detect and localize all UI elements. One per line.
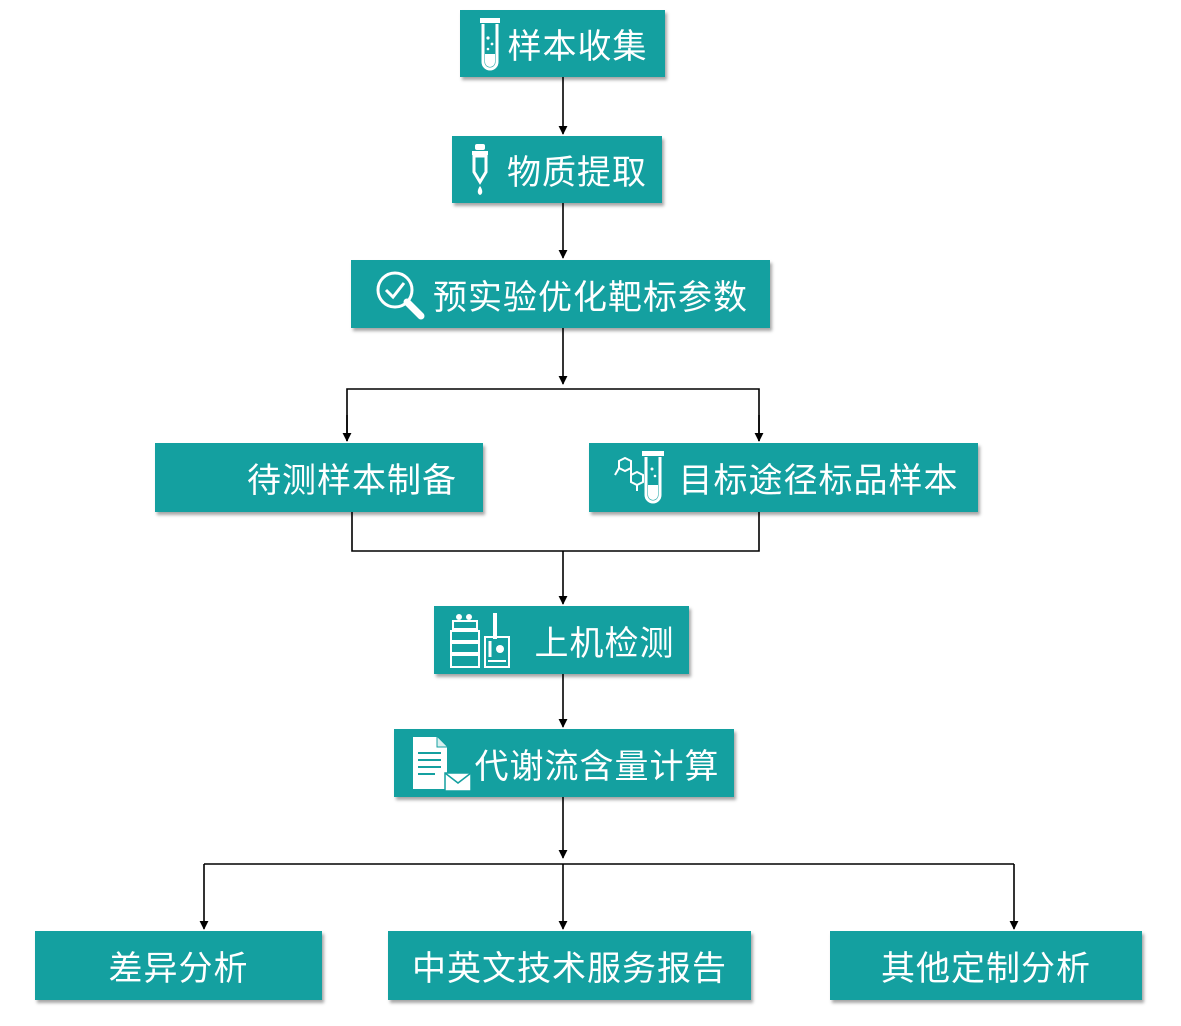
test-tube-icon <box>478 16 502 72</box>
node-detection: 上机检测 <box>434 606 689 674</box>
magnifier-check-icon <box>373 266 427 322</box>
node-label: 样本收集 <box>507 27 648 67</box>
node-label: 代谢流含量计算 <box>474 746 720 787</box>
edge-merge-bar <box>351 512 760 552</box>
molecule-tube-icon <box>609 449 667 507</box>
node-label: 差异分析 <box>108 949 249 989</box>
node-label: 目标途径标品样本 <box>678 461 959 501</box>
dropper-icon <box>467 142 493 198</box>
node-pre-experiment: 预实验优化靶标参数 <box>351 260 770 328</box>
node-label: 物质提取 <box>507 153 647 193</box>
node-label: 中英文技术服务报告 <box>412 949 727 989</box>
node-sample-prep: 待测样本制备 <box>155 443 483 512</box>
document-icon <box>409 733 473 793</box>
node-custom-analysis: 其他定制分析 <box>830 931 1142 1000</box>
node-extraction: 物质提取 <box>452 136 662 203</box>
node-report: 中英文技术服务报告 <box>388 931 751 1000</box>
node-flux-calc: 代谢流含量计算 <box>394 729 734 797</box>
node-diff-analysis: 差异分析 <box>35 931 322 1000</box>
node-label: 其他定制分析 <box>881 949 1091 989</box>
node-standard-sample: 目标途径标品样本 <box>589 443 978 512</box>
node-sample-collection: 样本收集 <box>460 10 665 77</box>
node-label: 预实验优化靶标参数 <box>433 277 748 318</box>
instrument-icon <box>449 611 511 669</box>
node-label: 待测样本制备 <box>247 461 457 501</box>
edge-split-bar <box>346 388 760 441</box>
node-label: 上机检测 <box>534 623 675 664</box>
